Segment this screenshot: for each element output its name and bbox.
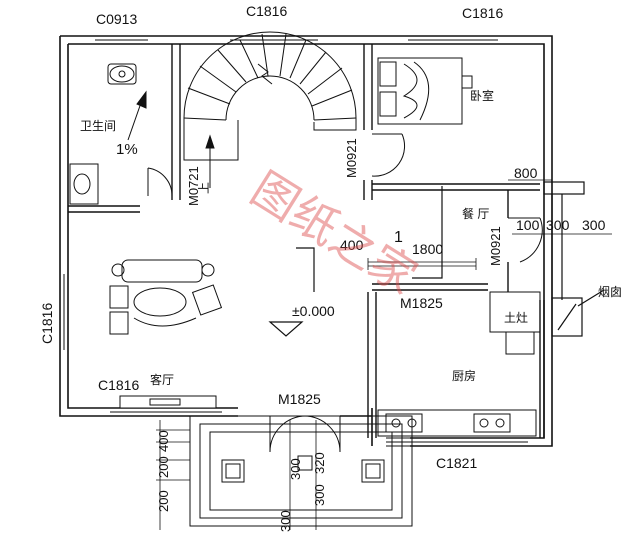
window-label-c1816-living: C1816: [98, 377, 139, 393]
slope-arrow: [127, 90, 147, 141]
dim-step-320: 320: [312, 452, 327, 474]
slope-label: 1%: [116, 141, 138, 158]
spiral-stair: [183, 31, 357, 188]
door-swings: [147, 133, 543, 453]
door-label-m0921-bedroom: M0921: [344, 138, 359, 178]
room-labels: 卫生间 卧室 餐 厅 客厅 厨房 土灶 烟囱: [80, 88, 622, 387]
dim-step-400: 400: [156, 430, 171, 452]
dim-1800: 1800: [412, 241, 443, 257]
room-label-bathroom: 卫生间: [80, 119, 116, 133]
washbasin-fixture: [69, 163, 99, 205]
kitchen-counter: [377, 409, 537, 437]
dimension-labels: 800 100 300 300 400 1800 400 200 200 300…: [156, 165, 606, 532]
door-label-m1825-main: M1825: [278, 391, 321, 407]
annotation-labels: 1% 上 ±0.000 1: [116, 141, 403, 319]
dim-300b: 300: [582, 217, 606, 233]
dim-step-200a: 200: [156, 456, 171, 478]
dim-step-300-bottom: 300: [278, 510, 293, 532]
interior-walls: [68, 44, 545, 438]
toilet-fixture: [107, 63, 137, 85]
dim-100: 100: [516, 217, 540, 233]
door-label-m1825-kitchen: M1825: [400, 295, 443, 311]
dim-300a: 300: [546, 217, 570, 233]
dimension-lines: [156, 179, 612, 530]
room-label-dining: 餐 厅: [462, 206, 489, 221]
window-label-c1816-left: C1816: [39, 303, 55, 344]
earth-stove: [489, 291, 541, 355]
stair-index-label: 1: [394, 229, 403, 246]
window-marks: [59, 35, 528, 447]
window-label-c1821: C1821: [436, 455, 477, 471]
dim-400: 400: [340, 237, 364, 253]
window-label-c0913: C0913: [96, 11, 137, 27]
elevation-mark: [268, 186, 477, 337]
dim-step-300a: 300: [288, 458, 303, 480]
window-label-c1816-top-right: C1816: [462, 5, 503, 21]
double-bed: [377, 57, 473, 125]
window-labels: C0913 C1816 C1816 C1816 C1816 C1821: [39, 3, 503, 471]
door-labels: M0721 M0921 M0921 M1825 M1825: [186, 138, 503, 407]
dim-step-200b: 200: [156, 490, 171, 512]
room-label-bedroom: 卧室: [470, 88, 494, 103]
tv-cabinet: [119, 395, 217, 409]
window-label-c1816-top: C1816: [246, 3, 287, 19]
room-label-chimney: 烟囱: [598, 285, 622, 299]
door-label-m0921-dining: M0921: [488, 226, 503, 266]
door-label-m0721: M0721: [186, 166, 201, 206]
elevation-label: ±0.000: [292, 303, 335, 319]
dim-step-300b: 300: [312, 484, 327, 506]
room-label-kitchen: 厨房: [452, 368, 476, 383]
sofa-set: [109, 259, 223, 335]
dim-800: 800: [514, 165, 538, 181]
room-label-stove: 土灶: [504, 311, 528, 325]
entrance-steps: [189, 415, 413, 527]
stair-up-label: 上: [197, 182, 211, 194]
chimney-structure: [543, 181, 605, 337]
room-label-living: 客厅: [150, 372, 174, 387]
